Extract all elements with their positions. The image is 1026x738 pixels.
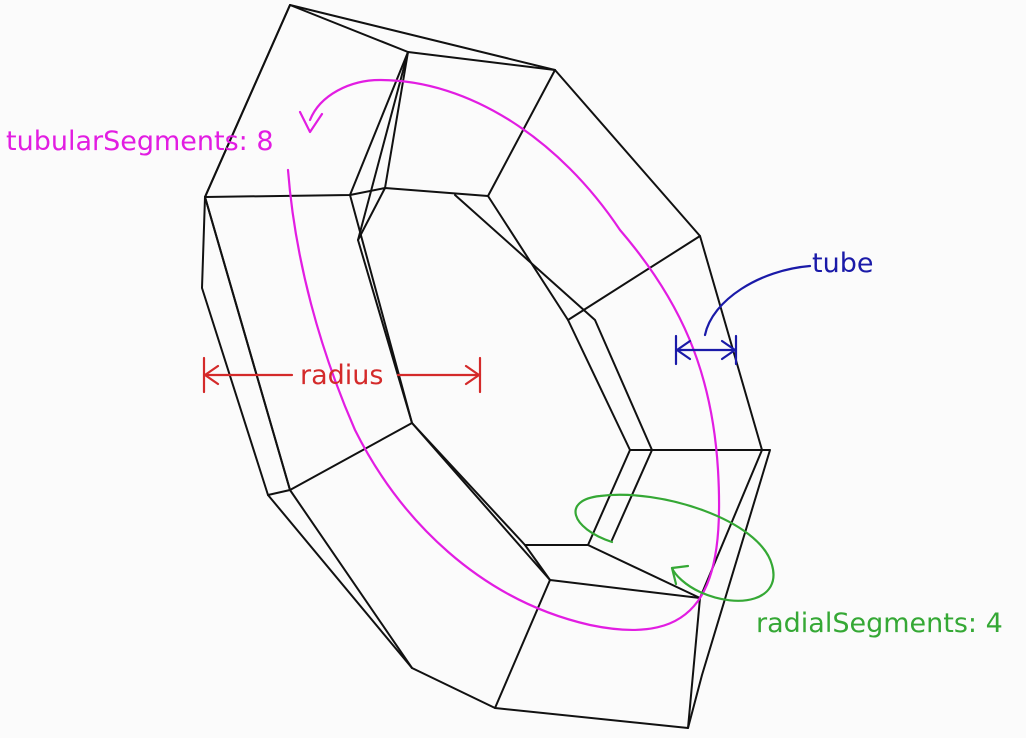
segment-edge-14 (267, 489, 291, 496)
segment-edge-2 (349, 187, 386, 196)
segment-edge-10 (524, 544, 551, 581)
outer-front-ring (204, 51, 763, 599)
segment-edge-11 (494, 579, 551, 709)
tube-label: tube (812, 248, 873, 279)
segment-edge-5 (357, 51, 409, 241)
radial-segments-label: radialSegments: 4 (756, 608, 1003, 639)
tube-right-arrow-icon (720, 339, 737, 361)
torus-wireframe (201, 4, 771, 729)
segment-edge-9 (587, 544, 701, 599)
outer-silhouette-left (201, 196, 771, 729)
tube-leader-curve (703, 264, 812, 337)
segment-edge-6 (487, 69, 556, 197)
tubular-segments-label: tubularSegments: 8 (6, 126, 274, 157)
radius-right-arrow-icon (464, 364, 481, 386)
inner-front-ring (357, 187, 631, 546)
tubular-segments-annotation: tubularSegments: 8 (6, 78, 721, 631)
radius-label: radius (300, 360, 383, 391)
radial-segments-annotation: radialSegments: 4 (574, 493, 1003, 639)
radial-segments-arrow-icon (670, 564, 690, 586)
inner-back-ring (454, 194, 653, 541)
tube-left-arrow-icon (675, 339, 692, 361)
radius-annotation: radius (202, 356, 482, 394)
radius-left-arrow-icon (203, 364, 220, 386)
tube-annotation: tube (674, 248, 873, 366)
tubular-segments-arrow-icon (298, 110, 324, 134)
segment-edge-12 (687, 597, 701, 729)
segment-edge-4 (384, 51, 409, 189)
outer-back-ring-top (289, 4, 556, 71)
segment-edge-7 (567, 235, 701, 321)
tubular-segments-curve (286, 78, 721, 631)
radial-segments-loop (574, 493, 775, 602)
segment-edge-1 (204, 196, 291, 491)
segment-edge-15 (204, 4, 291, 198)
segment-edge-13 (289, 489, 413, 669)
